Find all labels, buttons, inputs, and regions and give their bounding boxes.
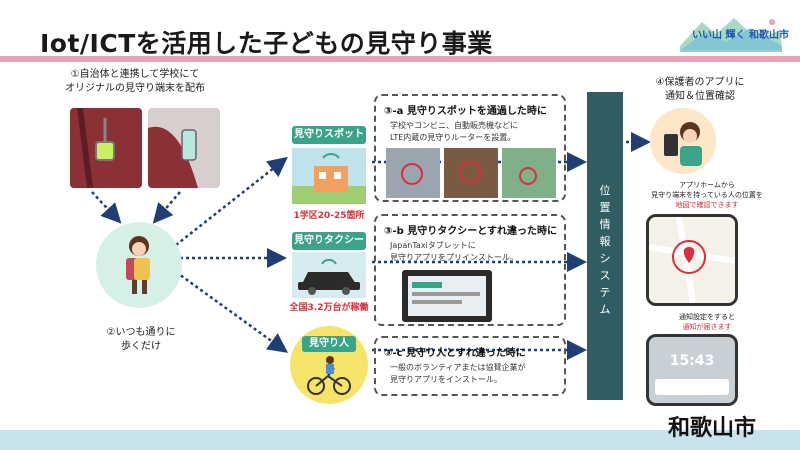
box-c-title: ③-c 見守り人とすれ違った時に bbox=[384, 348, 526, 359]
spot-label: 見守りスポット bbox=[292, 126, 366, 144]
taxi-illustration bbox=[292, 252, 366, 298]
person-circle: 見守り人 bbox=[290, 326, 368, 404]
step4-line2: 通知＆位置確認 bbox=[665, 91, 735, 102]
phone-top-line1: アプリホームから bbox=[679, 181, 735, 189]
phone-mid-line2: 通知が届きます bbox=[682, 323, 732, 331]
cyclist-icon bbox=[307, 356, 351, 395]
box-c-body1: 一般のボランティアまたは協賛企業が bbox=[390, 363, 526, 372]
top-divider bbox=[0, 56, 800, 62]
system-char: シ bbox=[599, 252, 611, 265]
city-logo: いい山 輝く 和歌山市 bbox=[676, 12, 789, 56]
system-char: テ bbox=[599, 286, 611, 299]
system-char: 位 bbox=[599, 184, 611, 197]
step1-caption: ①自治体と連携して学校にて オリジナルの見守り端末を配布 bbox=[40, 68, 230, 96]
city-name: 和歌山市 bbox=[668, 416, 757, 441]
system-char: 情 bbox=[599, 218, 611, 231]
system-char: ス bbox=[599, 269, 611, 282]
step1-line1: ①自治体と連携して学校にて bbox=[70, 69, 200, 80]
box-b: ③-b 見守りタクシーとすれ違った時に JapanTaxiタブレットに 見守りア… bbox=[374, 214, 566, 326]
box-a-body1: 学校やコンビニ、自動販売機などに bbox=[390, 121, 518, 130]
step2-line2: 歩くだけ bbox=[121, 341, 161, 352]
location-system-bar: 位 置 情 報 シ ス テ ム bbox=[587, 92, 623, 400]
system-char: ム bbox=[599, 303, 611, 316]
device-photo-left bbox=[70, 108, 142, 188]
box-a: ③-a 見守りスポットを通過した時に 学校やコンビニ、自動販売機などに LTE内… bbox=[374, 94, 566, 202]
page-title: Iot/ICTを活用した子どもの見守り事業 bbox=[40, 29, 493, 58]
randoseru-strap-icon bbox=[148, 108, 220, 188]
box-b-body2: 見守りアプリをプリインストール。 bbox=[390, 253, 518, 262]
router-photos-icon bbox=[386, 148, 556, 198]
building-icon bbox=[292, 148, 366, 204]
phone-top-line2: 見守り端末を持っている人の位置を bbox=[651, 191, 763, 199]
taxi-icon bbox=[292, 252, 366, 298]
phone-top-line3: 地図で確認できます bbox=[675, 201, 739, 209]
box-a-body2: LTE内蔵の見守りルーターを設置。 bbox=[390, 133, 516, 142]
box-c-body2: 見守りアプリをインストール。 bbox=[390, 375, 502, 384]
parent-circle bbox=[650, 108, 716, 174]
person-label: 見守り人 bbox=[302, 336, 356, 352]
logo-text: いい山 輝く 和歌山市 bbox=[692, 30, 789, 41]
box-a-title: ③-a 見守りスポットを通過した時に bbox=[384, 106, 547, 117]
system-char: 報 bbox=[599, 235, 611, 248]
phone-mid-caption: 通知設定をすると 通知が届きます bbox=[636, 312, 778, 332]
box-b-body1: JapanTaxiタブレットに bbox=[390, 241, 476, 250]
box-c: ③-c 見守り人とすれ違った時に 一般のボランティアまたは協賛企業が 見守りアプ… bbox=[374, 336, 566, 396]
step4-line1: ④保護者のアプリに bbox=[655, 77, 745, 88]
bottom-band bbox=[0, 430, 800, 450]
phone-map-screen bbox=[646, 214, 738, 306]
phone-mid-line1: 通知設定をすると bbox=[679, 313, 735, 321]
taxi-label: 見守りタクシー bbox=[292, 232, 366, 250]
taxi-tablet-icon bbox=[402, 270, 492, 322]
phone-lock-screen: 15:43 bbox=[646, 334, 738, 406]
box-b-title: ③-b 見守りタクシーとすれ違った時に bbox=[384, 226, 557, 237]
spot-caption: 1学区20-25箇所 bbox=[293, 211, 365, 221]
location-system-label: 位 置 情 報 シ ス テ ム bbox=[587, 182, 623, 318]
map-icon bbox=[649, 217, 735, 303]
lock-screen-time: 15:43 bbox=[669, 353, 715, 369]
randoseru-device-icon bbox=[70, 108, 142, 188]
step1-line2: オリジナルの見守り端末を配布 bbox=[65, 83, 205, 94]
logo-mountain-icon bbox=[680, 18, 782, 52]
child-walking-icon bbox=[126, 236, 150, 294]
taxi-caption: 全国3.2万台が稼働 bbox=[289, 303, 369, 313]
parent-phone-icon bbox=[664, 122, 702, 166]
notification-card bbox=[655, 379, 729, 395]
device-photo-right bbox=[148, 108, 220, 188]
spot-illustration bbox=[292, 148, 366, 204]
system-char: 置 bbox=[599, 201, 611, 214]
step2-line1: ②いつも通りに bbox=[106, 327, 176, 338]
child-circle bbox=[96, 222, 182, 308]
phone-top-caption: アプリホームから 見守り端末を持っている人の位置を 地図で確認できます bbox=[636, 180, 778, 210]
step2-caption: ②いつも通りに 歩くだけ bbox=[86, 326, 196, 354]
step4-caption: ④保護者のアプリに 通知＆位置確認 bbox=[630, 76, 770, 104]
